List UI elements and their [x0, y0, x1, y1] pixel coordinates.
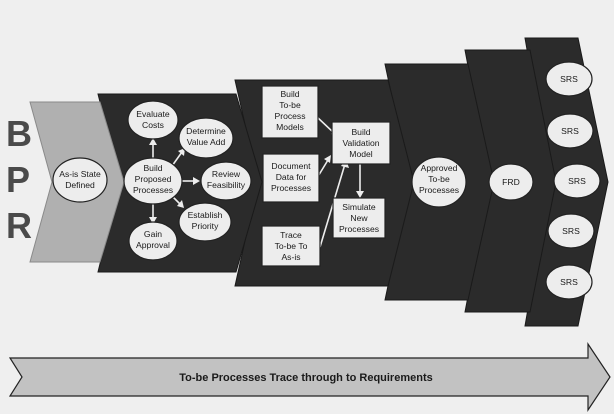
build-validation-model-node: Build Validation Model	[331, 121, 391, 165]
build-to-be-models-node: Build To-be Process Models	[261, 85, 319, 139]
frd-node: FRD	[488, 163, 534, 201]
svg-text:Build: Build	[351, 127, 370, 137]
svg-text:SRS: SRS	[561, 126, 579, 136]
svg-text:Validation: Validation	[342, 138, 379, 148]
svg-text:Document: Document	[271, 161, 311, 171]
review-feasibility-node: Review Feasibility	[200, 161, 252, 201]
svg-text:To-be: To-be	[428, 174, 450, 184]
svg-text:Gain: Gain	[144, 229, 162, 239]
bpr-letter-p: P	[6, 159, 30, 200]
gain-approval-node: Gain Approval	[128, 221, 178, 261]
svg-text:Trace: Trace	[280, 230, 302, 240]
trace-to-be-node: Trace To-be To As-is	[261, 225, 321, 267]
svg-text:SRS: SRS	[562, 226, 580, 236]
svg-text:SRS: SRS	[560, 277, 578, 287]
svg-text:Review: Review	[212, 169, 241, 179]
bpr-letter-b: B	[6, 113, 32, 154]
svg-text:Evaluate: Evaluate	[136, 109, 170, 119]
simulate-new-processes-node: Simulate New Processes	[332, 197, 386, 239]
svg-text:Value Add: Value Add	[187, 137, 226, 147]
svg-text:Approved: Approved	[421, 163, 458, 173]
svg-text:Costs: Costs	[142, 120, 164, 130]
svg-text:Processes: Processes	[271, 183, 311, 193]
svg-text:Build: Build	[143, 163, 162, 173]
svg-text:New: New	[350, 213, 368, 223]
determine-value-add-node: Determine Value Add	[178, 117, 234, 159]
svg-text:To-be To: To-be To	[275, 241, 308, 251]
svg-text:Model: Model	[349, 149, 372, 159]
approved-to-be-node: Approved To-be Processes	[411, 156, 467, 208]
as-is-state-node: As-is State Defined	[52, 157, 108, 203]
srs-node-4: SRS	[547, 213, 595, 249]
svg-text:FRD: FRD	[502, 177, 520, 187]
svg-text:Processes: Processes	[419, 185, 459, 195]
svg-text:SRS: SRS	[568, 176, 586, 186]
svg-text:Models: Models	[276, 122, 304, 132]
svg-text:Establish: Establish	[188, 210, 223, 220]
proposed-connectors	[149, 138, 200, 224]
bpr-letter-r: R	[6, 205, 32, 246]
svg-text:Approval: Approval	[136, 240, 170, 250]
srs-node-1: SRS	[545, 61, 593, 97]
evaluate-costs-node: Evaluate Costs	[127, 100, 179, 140]
svg-text:Feasibility: Feasibility	[207, 180, 246, 190]
svg-text:Simulate: Simulate	[342, 202, 376, 212]
svg-text:Proposed: Proposed	[135, 174, 172, 184]
svg-text:Process: Process	[274, 111, 305, 121]
svg-text:SRS: SRS	[560, 74, 578, 84]
establish-priority-node: Establish Priority	[178, 202, 232, 242]
svg-text:Processes: Processes	[339, 224, 379, 234]
svg-text:As-is State: As-is State	[59, 169, 101, 179]
trace-banner: To-be Processes Trace through to Require…	[8, 342, 611, 412]
banner-label: To-be Processes Trace through to Require…	[179, 372, 432, 384]
svg-text:Processes: Processes	[133, 185, 173, 195]
svg-text:Data for: Data for	[276, 172, 307, 182]
svg-text:Build: Build	[280, 89, 299, 99]
document-data-node: Document Data for Processes	[262, 153, 320, 203]
build-proposed-processes-node: Build Proposed Processes	[123, 157, 183, 205]
svg-text:To-be: To-be	[279, 100, 301, 110]
srs-node-5: SRS	[545, 264, 593, 300]
svg-text:Defined: Defined	[65, 180, 95, 190]
svg-text:Determine: Determine	[186, 126, 226, 136]
svg-text:Priority: Priority	[192, 221, 219, 231]
svg-text:As-is: As-is	[281, 252, 300, 262]
srs-node-2: SRS	[546, 113, 594, 149]
srs-node-3: SRS	[553, 163, 601, 199]
